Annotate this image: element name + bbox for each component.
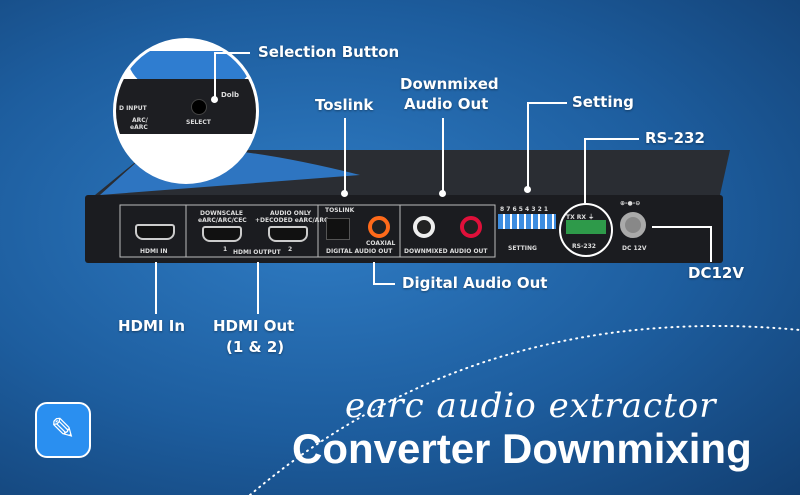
- callout-line: [527, 102, 529, 190]
- arc-label: ARC/: [132, 117, 148, 124]
- callout-line: [442, 118, 444, 194]
- audio-only-label: AUDIO ONLY: [270, 210, 312, 217]
- selection-button-inset: Dolb D INPUT SELECT ARC/ eARC: [113, 38, 259, 184]
- dc-polarity-label: ⊕-●-⊖: [620, 200, 641, 207]
- rs232-label: RS-232: [572, 243, 596, 250]
- out1-label: 1: [223, 246, 228, 253]
- dip-switch[interactable]: [498, 214, 556, 229]
- hdmi-out-2-port: [268, 226, 308, 242]
- dc12v-label: DC 12V: [622, 245, 647, 252]
- out2-label: 2: [288, 246, 293, 253]
- callout-line: [527, 102, 567, 104]
- callout-rs232: RS-232: [645, 129, 705, 147]
- callout-hdmi-in: HDMI In: [118, 317, 185, 335]
- callout-line: [341, 190, 348, 197]
- callout-line: [214, 52, 250, 54]
- select-label: SELECT: [186, 119, 211, 126]
- callout-line: [344, 118, 346, 194]
- rs232-pins-label: TX RX ⏚: [566, 214, 595, 221]
- callout-line: [524, 186, 531, 193]
- downscale-sub-label: eARC/ARC/CEC: [198, 217, 247, 224]
- input-label: D INPUT: [119, 105, 147, 112]
- callout-line: [584, 138, 586, 204]
- callout-line: [373, 262, 375, 284]
- earc-label: eARC: [130, 124, 148, 131]
- callout-downmixed-1: Downmixed: [400, 75, 499, 93]
- rca-right-port: [460, 216, 482, 238]
- dolby-label: Dolb: [221, 91, 240, 99]
- callout-line: [211, 96, 218, 103]
- toslink-port: [326, 218, 350, 240]
- callout-digital-audio-out: Digital Audio Out: [402, 274, 548, 292]
- callout-line: [155, 262, 157, 314]
- rs232-terminal: [566, 220, 606, 234]
- hdmi-in-label: HDMI IN: [140, 248, 168, 255]
- downscale-label: DOWNSCALE: [200, 210, 244, 217]
- rs232-circle: [559, 203, 613, 257]
- toslink-label: TOSLINK: [325, 207, 355, 214]
- hdmi-output-label: HDMI OUTPUT: [233, 249, 281, 256]
- callout-line: [373, 283, 395, 285]
- callout-hdmi-out-1: HDMI Out: [213, 317, 295, 335]
- edit-music-icon: ✎: [35, 402, 91, 458]
- callout-selection-button: Selection Button: [258, 43, 400, 61]
- callout-downmixed-2: Audio Out: [404, 95, 489, 113]
- callout-line: [257, 262, 259, 314]
- callout-hdmi-out-2: (1 & 2): [226, 338, 285, 356]
- select-button[interactable]: [191, 99, 207, 115]
- digital-audio-out-label: DIGITAL AUDIO OUT: [326, 248, 393, 255]
- setting-label: SETTING: [508, 245, 537, 252]
- dip-numbers: 8 7 6 5 4 3 2 1: [500, 206, 549, 213]
- hdmi-out-1-port: [202, 226, 242, 242]
- audio-only-sub-label: +DECODED eARC/ARC: [255, 217, 329, 224]
- callout-line: [439, 190, 446, 197]
- callout-setting: Setting: [572, 93, 634, 111]
- downmixed-audio-out-label: DOWNMIXED AUDIO OUT: [404, 248, 488, 255]
- tagline-script: earc audio extractor: [345, 386, 717, 426]
- tagline-title: Converter Downmixing: [292, 425, 752, 472]
- dc-jack: [620, 212, 646, 238]
- callout-line: [584, 138, 639, 140]
- callout-toslink: Toslink: [315, 96, 374, 114]
- coaxial-port: [368, 216, 390, 238]
- hdmi-in-port: [135, 224, 175, 240]
- callout-line: [214, 52, 216, 100]
- callout-dc12v: DC12V: [688, 264, 744, 282]
- coaxial-label: COAXIAL: [366, 240, 396, 247]
- callout-line: [652, 226, 710, 228]
- callout-line: [710, 226, 712, 262]
- rca-left-port: [413, 216, 435, 238]
